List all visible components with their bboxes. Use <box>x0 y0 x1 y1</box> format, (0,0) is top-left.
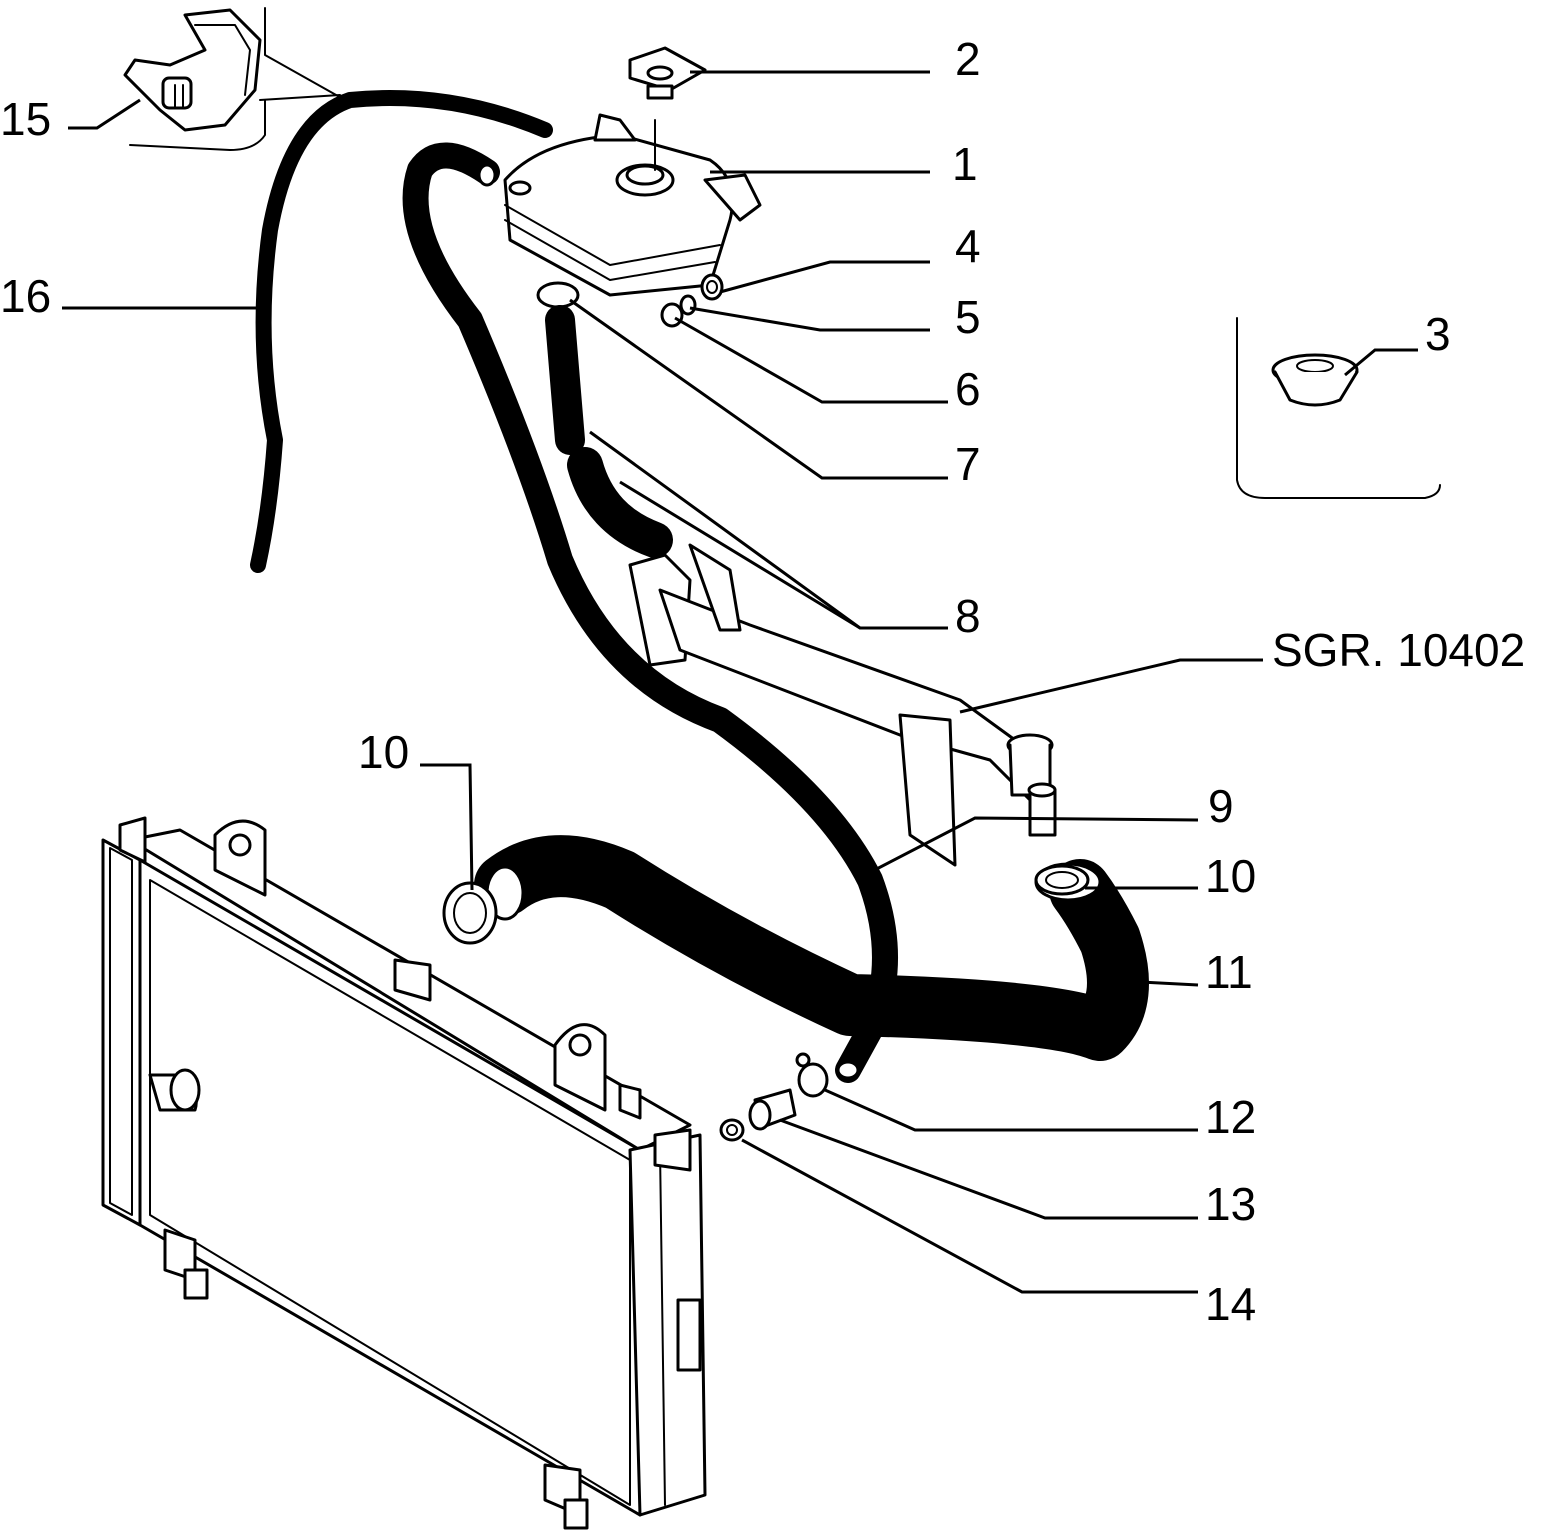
callout-sgr-10402: SGR. 10402 <box>1272 624 1525 676</box>
filler-cap <box>628 46 707 171</box>
hose-clip <box>123 7 346 151</box>
callout-10-left: 10 <box>358 726 409 778</box>
callout-1: 1 <box>952 138 978 190</box>
metal-pipe <box>628 543 1057 867</box>
callout-6: 6 <box>955 363 981 415</box>
return-hose <box>402 142 898 1083</box>
callout-15: 15 <box>0 93 51 145</box>
short-hoses <box>536 281 673 558</box>
callout-13: 13 <box>1205 1178 1256 1230</box>
callout-5: 5 <box>955 291 981 343</box>
callout-12: 12 <box>1205 1091 1256 1143</box>
callout-11: 11 <box>1205 946 1253 998</box>
lower-hose <box>474 835 1149 1061</box>
callout-9: 9 <box>1208 780 1234 832</box>
callout-7: 7 <box>955 438 981 490</box>
callout-16: 16 <box>0 270 51 322</box>
overflow-hose <box>250 90 553 573</box>
leader-lines <box>62 70 1418 1294</box>
drain-fittings <box>719 1052 829 1142</box>
callout-2: 2 <box>955 33 981 85</box>
radiator <box>101 816 707 1530</box>
grommet <box>1236 317 1441 499</box>
callout-3: 3 <box>1425 308 1451 360</box>
callout-8: 8 <box>955 590 981 642</box>
expansion-tank <box>503 113 762 297</box>
callout-4: 4 <box>955 220 981 272</box>
callout-10-right: 10 <box>1205 850 1256 902</box>
hose-clamps <box>442 864 1090 945</box>
callout-labels: 15 2 1 4 16 5 3 6 7 8 SGR. 10402 10 9 10… <box>0 33 1525 1330</box>
callout-14: 14 <box>1205 1278 1256 1330</box>
